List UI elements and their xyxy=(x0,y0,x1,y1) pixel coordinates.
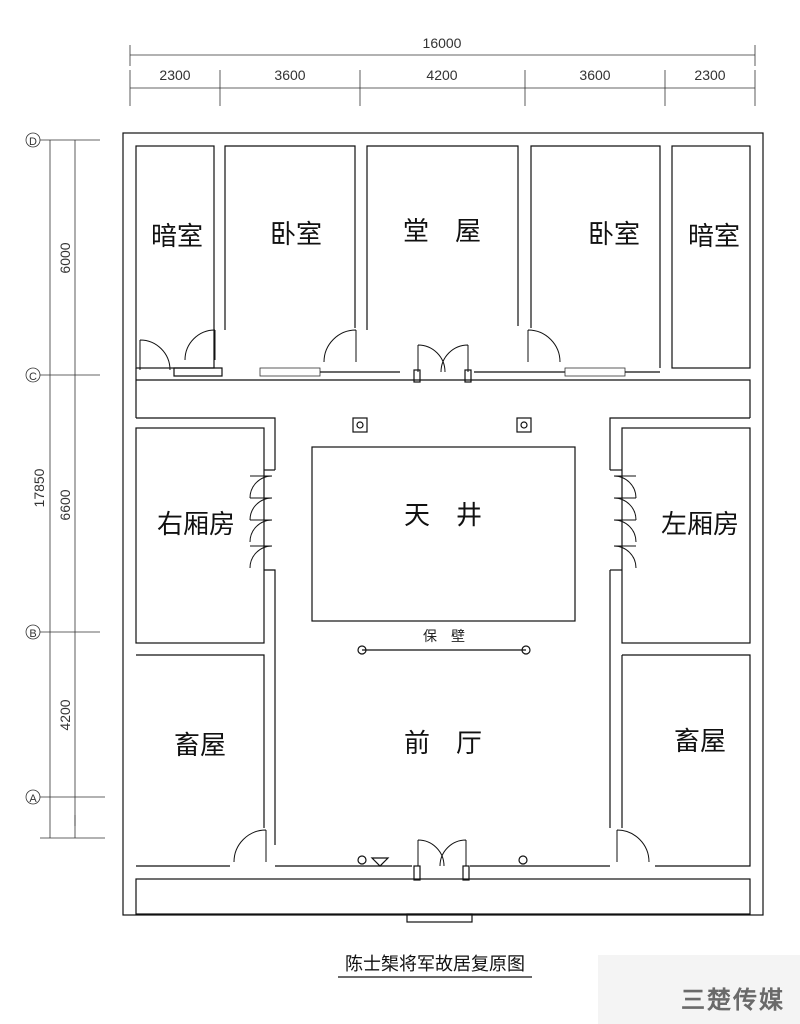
label-bedroom-right: 卧室 xyxy=(588,220,640,250)
front-corridor xyxy=(135,878,751,915)
label-right-wing: 右厢房 xyxy=(157,510,235,540)
watermark: 三楚传媒 xyxy=(598,955,800,1024)
watermark-text: 三楚传媒 xyxy=(681,986,785,1014)
label-main-hall: 堂 屋 xyxy=(403,217,481,247)
doors xyxy=(139,329,650,881)
dim-seg-3: 4200 xyxy=(426,67,457,83)
dim-depth-1: 6000 xyxy=(57,242,73,273)
axis-a: A xyxy=(29,793,37,805)
label-bedroom-left: 卧室 xyxy=(270,220,322,250)
axis-b: B xyxy=(29,628,36,640)
entrance-step xyxy=(406,913,473,923)
left-dimensions: 17850 6000 6600 4200 D C B A xyxy=(25,132,105,839)
courtyard-well xyxy=(311,446,576,622)
caption: 陈士榘将军故居复原图 xyxy=(345,954,525,975)
dim-depth-2: 6600 xyxy=(57,489,73,520)
dim-total-depth: 17850 xyxy=(31,468,47,507)
label-dark-room-left: 暗室 xyxy=(151,222,203,252)
dim-seg-5: 2300 xyxy=(694,67,725,83)
dim-seg-1: 2300 xyxy=(159,67,190,83)
walls xyxy=(122,132,764,923)
label-barn-right: 畜屋 xyxy=(674,727,726,757)
wall-dark-left xyxy=(135,145,215,369)
axis-c: C xyxy=(29,371,37,383)
wall-dark-right xyxy=(671,145,751,369)
dim-total-width: 16000 xyxy=(423,35,462,51)
outer-wall xyxy=(122,132,764,916)
wall-left-wing xyxy=(621,427,751,644)
label-barn-left: 畜屋 xyxy=(174,731,226,761)
label-front-hall: 前 厅 xyxy=(404,729,482,759)
dim-depth-3: 4200 xyxy=(57,699,73,730)
label-shelter-wall: 保 壁 xyxy=(423,629,465,645)
axis-d: D xyxy=(29,136,37,148)
label-courtyard: 天 井 xyxy=(404,501,482,531)
dim-seg-2: 3600 xyxy=(274,67,305,83)
room-labels: 暗室 卧室 堂 屋 卧室 暗室 右厢房 天 井 左厢房 保 壁 畜屋 前 厅 畜… xyxy=(151,217,740,761)
wall-right-wing xyxy=(135,427,265,644)
label-left-wing: 左厢房 xyxy=(661,510,739,540)
label-dark-room-right: 暗室 xyxy=(688,222,740,252)
top-dimensions: 16000 2300 3600 4200 3600 2300 xyxy=(129,35,756,106)
caption-block: 陈士榘将军故居复原图 xyxy=(338,954,532,978)
dim-seg-4: 3600 xyxy=(579,67,610,83)
